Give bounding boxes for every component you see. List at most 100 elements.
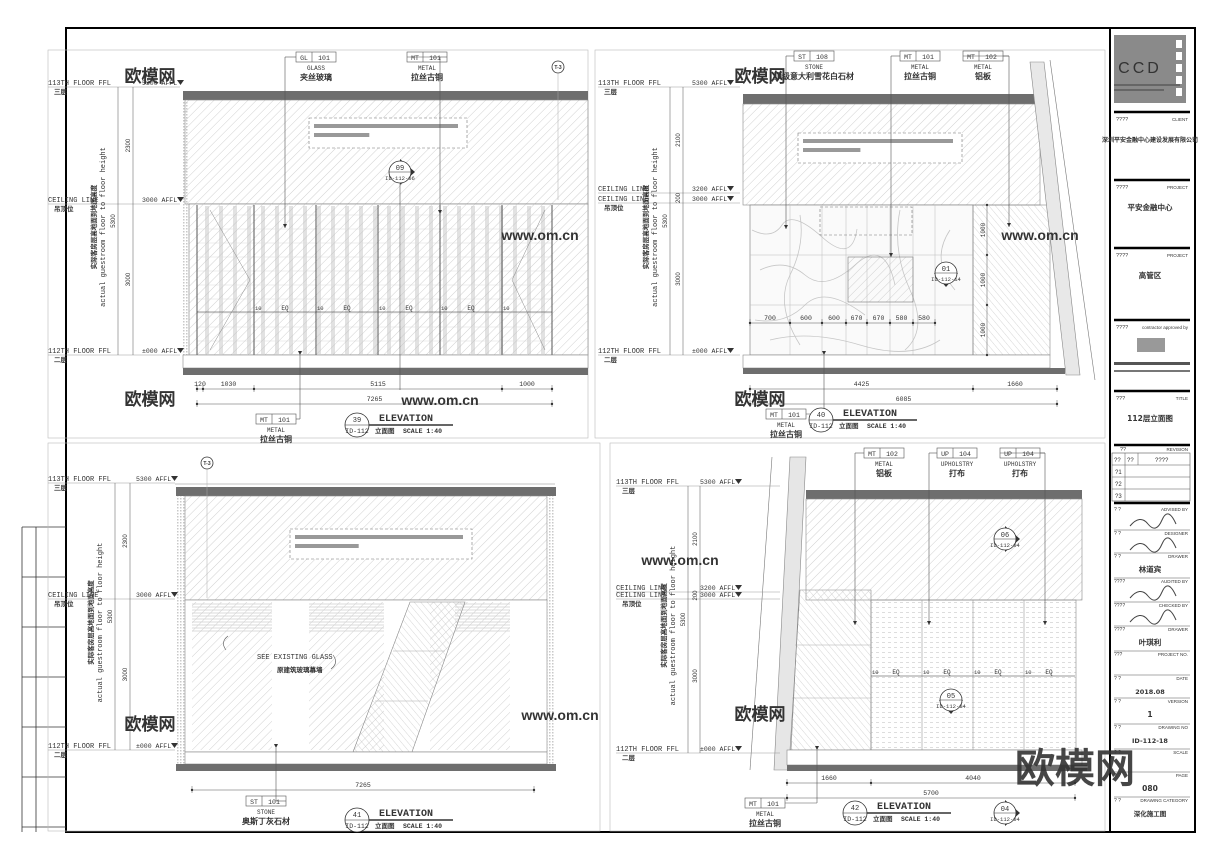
tag-code: UP	[941, 451, 949, 458]
level-name: 112TH FLOOR FFL	[48, 348, 111, 356]
recess	[819, 206, 913, 236]
dimension-dot	[190, 788, 194, 792]
field-value: 平安金融中心	[1128, 202, 1173, 212]
field-value: ID-112-18	[1132, 737, 1168, 745]
leader-arrow-icon	[815, 746, 819, 750]
note-text-illegible	[314, 124, 458, 128]
signature	[1129, 513, 1177, 529]
elevation-scale: SCALE 1:40	[403, 823, 442, 830]
tag-material-type: STONE	[257, 809, 275, 816]
tag-material-type: METAL	[875, 461, 893, 468]
elevation-mark: ±000 AFFL	[692, 348, 727, 355]
tag-code: UP	[1004, 451, 1012, 458]
sheet-ref: ID-112	[809, 423, 833, 430]
level-name: 112TH FLOOR FFL	[48, 743, 111, 751]
dimension-value: 1000	[519, 381, 535, 388]
field-label: CHECKED BY	[1159, 603, 1188, 608]
height-label-cn: 实际客房层高地面到地面高度	[659, 583, 668, 668]
dimension-value: 5300	[663, 214, 669, 228]
floor-slab	[743, 368, 1065, 374]
section-ref: ID-112-06	[385, 175, 415, 182]
level-name: CEILING LINE	[616, 585, 666, 593]
elevation-mark: 3000 AFFL	[700, 592, 735, 599]
field-code: ????	[1114, 579, 1125, 585]
section-ref: ID-112-04	[936, 703, 966, 710]
door-swing	[511, 279, 546, 351]
wall-section	[177, 496, 185, 764]
elevation-title: ELEVATION	[379, 414, 433, 425]
height-label-cn: 实际客房层高地面到地面高度	[89, 184, 98, 269]
note-text-illegible	[803, 139, 953, 143]
dimension-value: 580	[896, 315, 908, 322]
eq-label: EQ	[343, 305, 351, 312]
field-label: DESIGNER	[1164, 531, 1188, 536]
tag-number: 101	[318, 55, 330, 62]
field-value: 1	[1147, 710, 1152, 719]
facade-line	[1049, 59, 1096, 381]
tag-number: 101	[788, 412, 800, 419]
tag-code: MT	[904, 54, 912, 61]
field-code: ??	[1120, 447, 1126, 453]
dimension-dot	[500, 387, 504, 391]
level-name: 112TH FLOOR FFL	[616, 746, 679, 754]
level-triangle-icon	[727, 196, 734, 201]
level-name-cn: 三层	[54, 483, 68, 492]
upholstery-wall	[870, 599, 1077, 751]
level-triangle-icon	[735, 746, 742, 751]
ceiling-slab	[176, 487, 556, 496]
dimension-value: 1660	[1007, 381, 1023, 388]
dimension-dot	[1055, 387, 1059, 391]
eq-label: EQ	[1045, 669, 1053, 676]
leader-arrow-icon	[1043, 621, 1047, 625]
grid-tag-label: T-3	[554, 65, 561, 71]
field-code: ???	[1116, 396, 1125, 402]
tag-code: GL	[300, 55, 308, 62]
tag-material-cn: 铝板	[975, 71, 992, 81]
field-label: AUDITED BY	[1161, 579, 1188, 584]
level-name: 113TH FLOOR FFL	[48, 476, 111, 484]
metal-panel-wall	[789, 589, 872, 751]
height-label-cn: 实际客房层高地面到地面高度	[641, 184, 650, 269]
field-code: ????	[1114, 603, 1125, 609]
tag-number: 101	[268, 799, 280, 806]
dimension-value: 5300	[108, 609, 114, 623]
logo-mark	[1176, 64, 1182, 72]
dimension-value: 2100	[676, 133, 682, 147]
watermark-faint: 欧模网	[125, 714, 176, 735]
watermark-faint: 欧模网	[125, 389, 176, 410]
gap-dim: 10	[1025, 669, 1032, 676]
field-value: 2018.08	[1135, 688, 1165, 696]
field-value: 深圳平安金融中心建设发展有限公司	[1102, 136, 1198, 144]
revision-number: ?3	[1115, 494, 1122, 500]
level-triangle-icon	[171, 743, 178, 748]
logo-caption	[1114, 89, 1164, 91]
tag-material-type: METAL	[267, 427, 285, 434]
tag-code: MT	[967, 54, 975, 61]
elevation-mark: 3200 AFFL	[692, 186, 727, 193]
height-label-en: actual guestroom floor to floor height	[97, 543, 105, 703]
floor-base	[182, 354, 589, 369]
level-name-cn: 吊顶位	[54, 204, 74, 213]
tag-material-cn: 铝板	[876, 468, 893, 478]
dimension-value: 5300	[111, 214, 117, 228]
leader-arrow-icon	[853, 621, 857, 625]
field-code: ? ?	[1114, 750, 1121, 756]
elevation-scale: SCALE 1:40	[403, 428, 442, 435]
leader-arrow-icon	[1007, 223, 1011, 227]
dimension-value: 3000	[123, 667, 129, 681]
field-label: DRAWING CATEGORY	[1140, 798, 1188, 803]
tag-number: 101	[429, 55, 441, 62]
leader-arrow-icon	[927, 621, 931, 625]
height-label-en: actual guestroom floor to floor height	[670, 546, 678, 706]
height-label-cn: 实际客房层高地面到地面高度	[86, 580, 95, 665]
tag-number: 102	[886, 451, 898, 458]
dimension-dot	[532, 788, 536, 792]
watermark-logo: 欧模网	[1015, 746, 1135, 792]
facade-line	[749, 456, 773, 771]
field-label: PROJECT	[1167, 185, 1188, 190]
dimension-value: 580	[918, 315, 930, 322]
dimension-dot	[788, 321, 792, 325]
watermark-faint: 欧模网	[735, 389, 786, 410]
floor-slab	[787, 765, 1087, 771]
